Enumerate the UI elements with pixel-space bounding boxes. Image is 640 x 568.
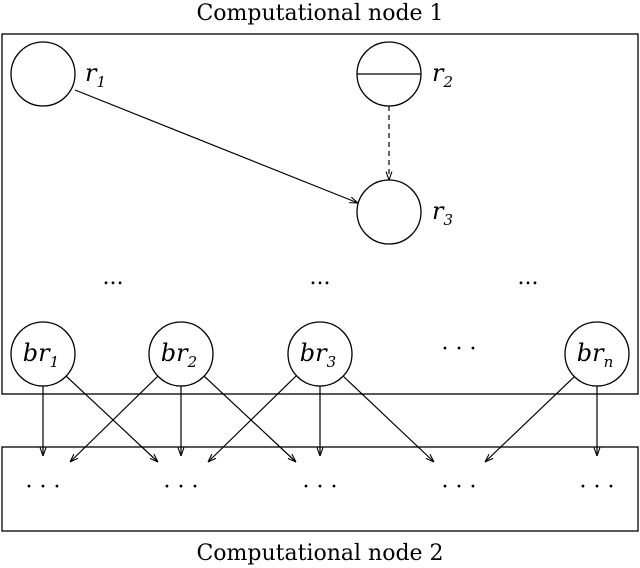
- node-br1-label: br1: [23, 339, 59, 371]
- edge-br2-right: [203, 375, 296, 462]
- edge-r1-r3: [74, 89, 358, 203]
- node-r3: r3: [356, 179, 453, 245]
- node-br2-label: br2: [161, 339, 197, 371]
- node-r3-circle: [356, 179, 422, 245]
- bottom-node-title: Computational node 2: [196, 541, 443, 566]
- bottom-ellipsis-3: · · ·: [303, 475, 338, 500]
- edge-br3-left: [208, 375, 297, 462]
- edge-br1-right: [65, 375, 158, 462]
- node-br2-circle: [148, 321, 214, 387]
- inner-ellipsis-1: ...: [103, 265, 124, 290]
- node-r3-label: r3: [432, 197, 453, 229]
- node-r2-label: r2: [432, 59, 453, 91]
- node-r2: r2: [356, 41, 453, 107]
- node-br1: br1: [10, 321, 76, 387]
- node-r1-label: r1: [85, 59, 106, 91]
- node-brn-circle: [564, 321, 630, 387]
- edge-br2-left: [70, 375, 159, 462]
- node-br3: br3: [287, 321, 353, 387]
- edge-brn-left: [485, 375, 576, 462]
- bottom-ellipsis-1: · · ·: [26, 475, 61, 500]
- bottom-ellipsis-2: · · ·: [164, 475, 199, 500]
- boundary-edges: [43, 375, 597, 462]
- node-br3-label: br3: [300, 339, 336, 371]
- node-brn: brn: [564, 321, 630, 387]
- bottom-ellipsis-5: · · ·: [580, 475, 615, 500]
- bottom-ellipsis-4: · · ·: [442, 475, 477, 500]
- node-brn-label: brn: [577, 339, 614, 371]
- node-br2: br2: [148, 321, 214, 387]
- node-r1: r1: [10, 41, 106, 107]
- boundary-ellipsis: · · ·: [442, 337, 477, 362]
- node-r1-circle: [10, 41, 76, 107]
- top-node-title: Computational node 1: [196, 1, 443, 26]
- inner-ellipsis-3: ...: [518, 265, 539, 290]
- edge-br3-right: [342, 375, 434, 462]
- node-br1-circle: [10, 321, 76, 387]
- inner-ellipsis-2: ...: [310, 265, 331, 290]
- node-br3-circle: [287, 321, 353, 387]
